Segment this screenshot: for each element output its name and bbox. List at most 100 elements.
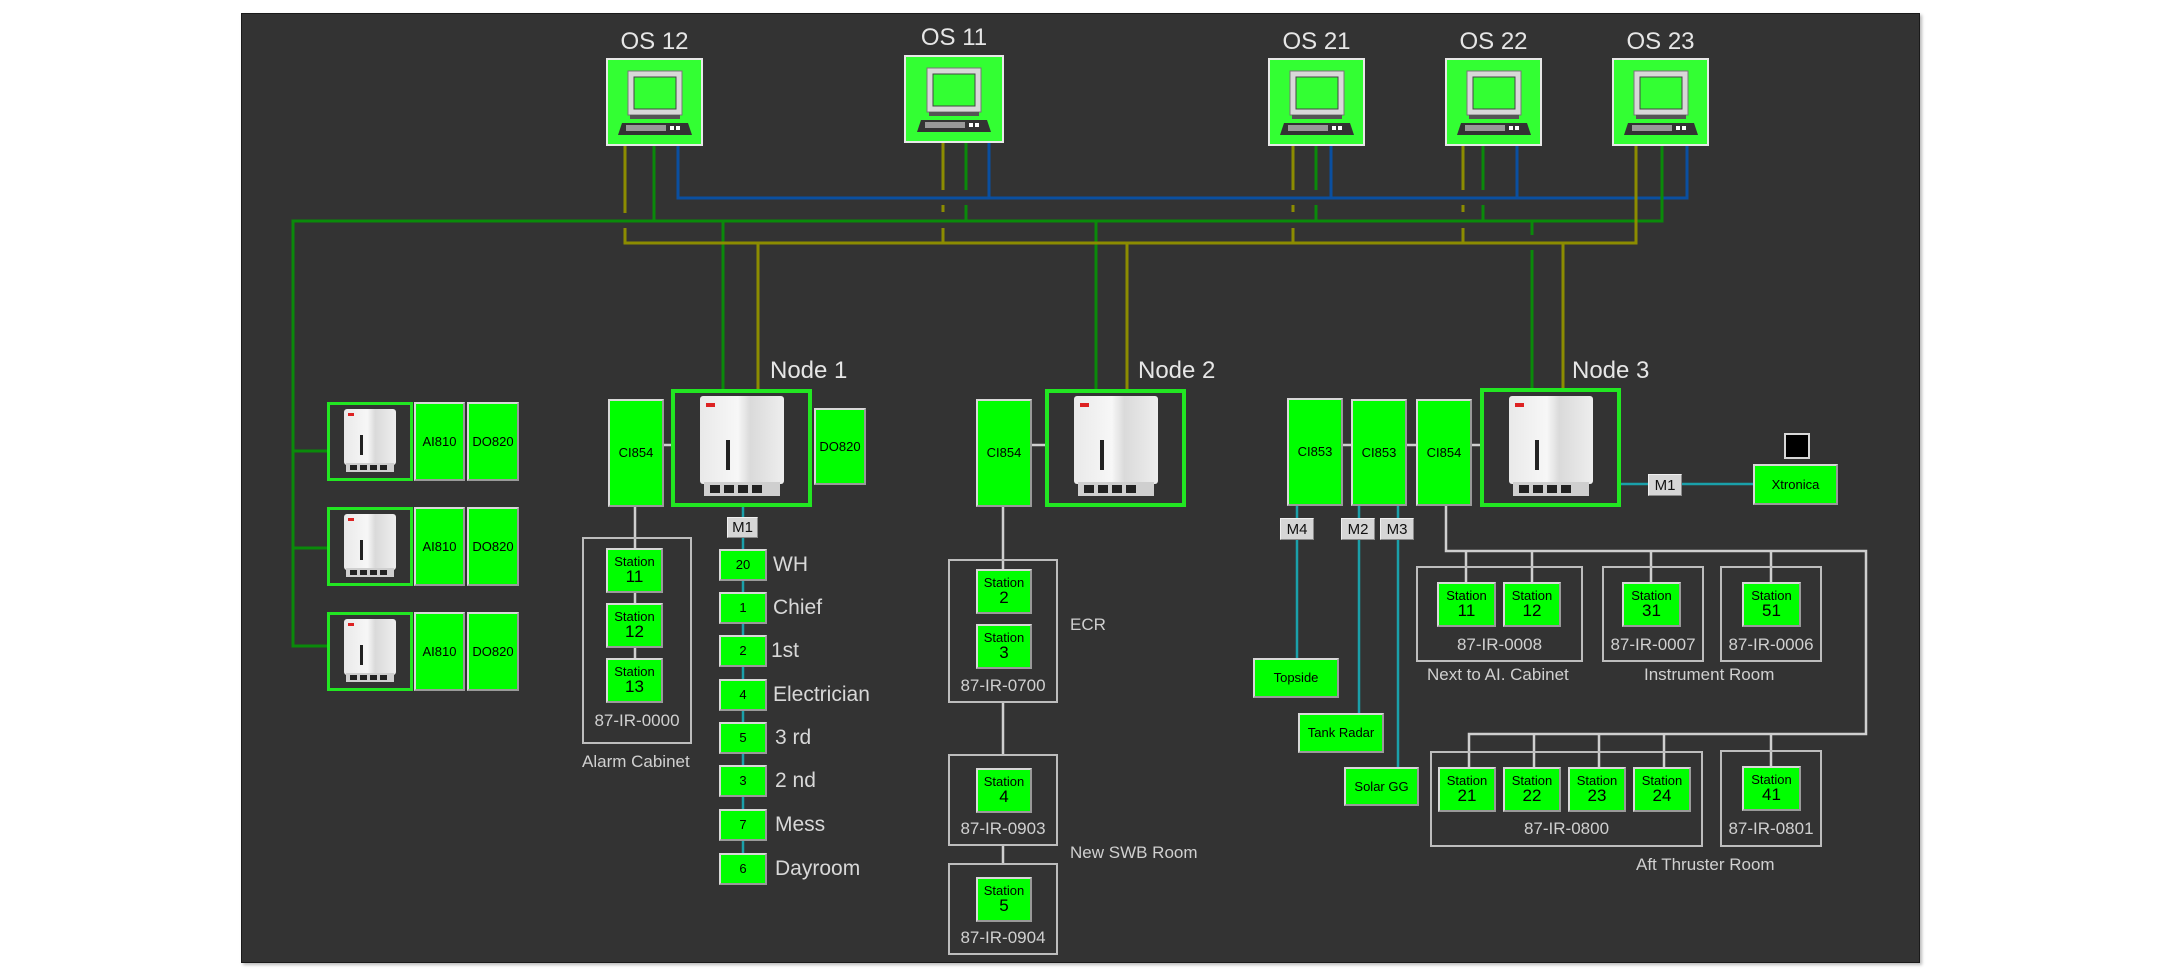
panel-item-number[interactable]: 3 xyxy=(719,765,767,797)
station-title: Station xyxy=(1576,772,1618,788)
station-title: Station xyxy=(1751,587,1792,603)
station-title: Station xyxy=(1751,771,1792,787)
io-controller-2[interactable] xyxy=(327,507,413,586)
xtronica-device[interactable]: Xtronica xyxy=(1753,464,1838,505)
node2-controller[interactable] xyxy=(1045,389,1186,507)
panel-item-label: 2 nd xyxy=(775,769,816,792)
cabinet-tag: 87-IR-0903 xyxy=(960,819,1046,838)
room-label-alarm-cabinet: Alarm Cabinet xyxy=(582,752,690,771)
station-title: Station xyxy=(1641,772,1683,788)
xtronica-status-indicator[interactable] xyxy=(1784,433,1810,459)
panel-item-number[interactable]: 7 xyxy=(719,809,767,841)
cabinet-0007-enclosure xyxy=(1602,566,1704,662)
solar-gg-device[interactable]: Solar GG xyxy=(1344,767,1419,806)
room-label-ecr: ECR xyxy=(1070,615,1106,634)
node1-ci854-module[interactable]: CI854 xyxy=(608,399,664,507)
do820-module[interactable]: DO820 xyxy=(467,507,519,586)
os12-workstation[interactable] xyxy=(606,58,703,146)
node1-do820-module[interactable]: DO820 xyxy=(814,408,866,485)
io-controller-3[interactable] xyxy=(327,612,413,691)
controller-icon xyxy=(344,513,396,580)
computer-icon xyxy=(617,70,692,135)
node3-m4-tag[interactable]: M4 xyxy=(1280,518,1314,540)
io-controller-1[interactable] xyxy=(327,402,413,481)
station-number: 31 xyxy=(1642,601,1661,621)
os21-workstation[interactable] xyxy=(1268,58,1365,146)
cabinet-tag: 87-IR-0007 xyxy=(1610,635,1696,654)
panel-item-label: 1st xyxy=(771,639,800,662)
ai810-module[interactable]: AI810 xyxy=(414,402,465,481)
ai810-module[interactable]: AI810 xyxy=(414,507,465,586)
node3-m2-tag[interactable]: M2 xyxy=(1341,518,1375,540)
panel-item-number[interactable]: 6 xyxy=(719,853,767,885)
station-number: 21 xyxy=(1457,786,1477,806)
cabinet-0008-enclosure xyxy=(1416,566,1583,662)
cabinet-tag: 87-IR-0000 xyxy=(594,711,680,730)
tank-radar-device[interactable]: Tank Radar xyxy=(1298,713,1384,753)
node3-m1-tag[interactable]: M1 xyxy=(1648,474,1682,496)
os23-workstation[interactable] xyxy=(1612,58,1709,146)
os11-workstation[interactable] xyxy=(904,55,1004,143)
panel-item-label: WH xyxy=(773,553,808,576)
station-number: 12 xyxy=(625,622,644,642)
topside-device[interactable]: Topside xyxy=(1253,658,1339,698)
node2-ci854-module[interactable]: CI854 xyxy=(976,399,1032,507)
node3-m3-tag[interactable]: M3 xyxy=(1380,518,1414,540)
station-number: 13 xyxy=(625,677,644,697)
station-number: 3 xyxy=(999,643,1009,663)
station-title: Station xyxy=(983,574,1025,590)
swb-cabinet-0903-enclosure xyxy=(948,754,1058,846)
panel-item-number[interactable]: 2 xyxy=(719,635,767,667)
station-title: Station xyxy=(614,663,655,679)
do820-module[interactable]: DO820 xyxy=(467,612,519,691)
station-number: 51 xyxy=(1762,601,1781,621)
node3-ci853-module-1[interactable]: CI853 xyxy=(1287,398,1343,506)
panel-item-number[interactable]: 1 xyxy=(719,592,767,624)
node3-controller[interactable] xyxy=(1480,388,1621,507)
station-number: 11 xyxy=(1457,601,1476,621)
node1-controller[interactable] xyxy=(671,389,812,507)
panel-item-number[interactable]: 5 xyxy=(719,722,767,754)
alarm-cabinet-enclosure xyxy=(582,537,692,744)
node3-ci854-module[interactable]: CI854 xyxy=(1416,399,1472,506)
panel-item-number[interactable]: 20 xyxy=(719,549,767,581)
room-label-next-to-ai-cabinet: Next to AI. Cabinet xyxy=(1427,665,1569,684)
panel-item-label: Dayroom xyxy=(775,857,861,880)
station-title: Station xyxy=(983,882,1025,898)
cabinet-tag: 87-IR-0904 xyxy=(960,928,1046,947)
computer-icon xyxy=(1456,70,1531,135)
os22-workstation[interactable] xyxy=(1445,58,1542,146)
room-label-instrument-room: Instrument Room xyxy=(1644,665,1775,684)
panel-item-label: Mess xyxy=(775,813,826,836)
os12-label: OS 12 xyxy=(620,28,689,55)
station-number: 5 xyxy=(999,896,1009,916)
do820-module[interactable]: DO820 xyxy=(467,402,519,481)
swb-cabinet-0904-enclosure xyxy=(948,863,1058,955)
ai810-module[interactable]: AI810 xyxy=(414,612,465,691)
node1-m1-tag[interactable]: M1 xyxy=(727,517,758,538)
os21-label: OS 21 xyxy=(1282,28,1351,55)
node3-ci853-module-2[interactable]: CI853 xyxy=(1351,399,1407,506)
panel-item-number[interactable]: 4 xyxy=(719,679,767,711)
ecr-cabinet-enclosure xyxy=(948,559,1058,703)
station-number: 41 xyxy=(1762,785,1781,805)
room-label-new-swb-room: New SWB Room xyxy=(1070,843,1198,862)
station-title: Station xyxy=(614,608,655,624)
cabinet-tag: 87-IR-0800 xyxy=(1523,819,1610,838)
